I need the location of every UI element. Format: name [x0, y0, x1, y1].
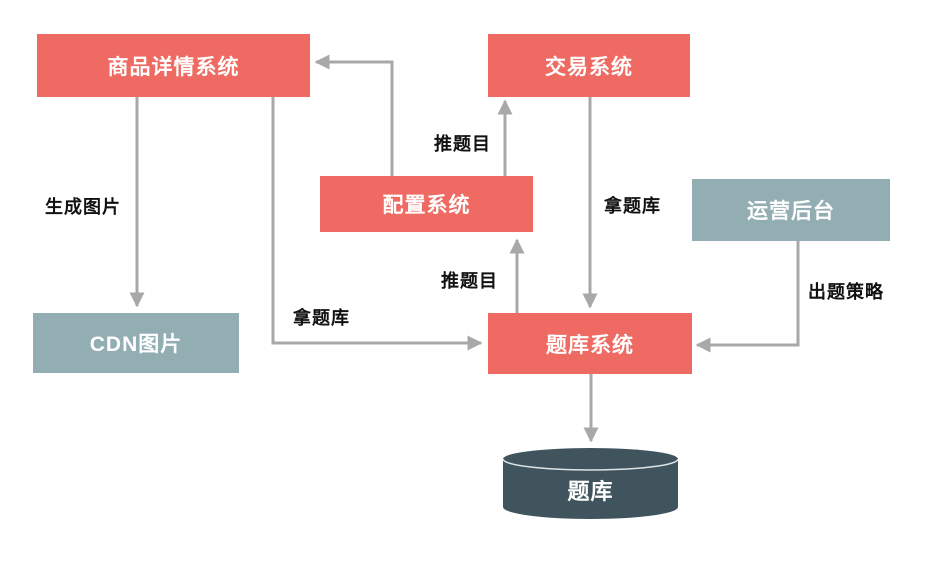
node-product-detail-system: 商品详情系统 — [37, 34, 310, 97]
edge-label-take-qbank-right: 拿题库 — [604, 196, 661, 216]
node-trade-system: 交易系统 — [488, 34, 690, 97]
node-label: 题库 — [567, 479, 614, 504]
edge-label-push-question-lower: 推题目 — [441, 271, 498, 291]
node-label: 运营后台 — [747, 200, 835, 223]
database-cylinder-icon — [502, 448, 679, 519]
node-label: CDN图片 — [89, 333, 183, 356]
database-qbank: 题库 — [502, 447, 679, 520]
edge-label-push-question-upper: 推题目 — [434, 134, 491, 154]
edge-label-generate-image: 生成图片 — [45, 197, 121, 217]
node-qbank-system: 题库系统 — [488, 313, 692, 374]
node-cdn-image: CDN图片 — [33, 313, 239, 373]
node-label: 商品详情系统 — [107, 55, 240, 79]
edge-label-question-strategy: 出题策略 — [808, 282, 884, 302]
node-label: 配置系统 — [382, 194, 471, 217]
arrow-product-detail-to-qbank-system — [271, 97, 483, 351]
arrow-ops-to-qbank-system — [695, 241, 800, 353]
node-label: 交易系统 — [545, 55, 633, 79]
node-label: 题库系统 — [546, 333, 634, 357]
node-config-system: 配置系统 — [320, 176, 533, 232]
node-operations-backend: 运营后台 — [692, 179, 890, 241]
edge-label-take-qbank-left: 拿题库 — [293, 308, 350, 328]
arrow-config-to-product-detail — [314, 54, 394, 176]
